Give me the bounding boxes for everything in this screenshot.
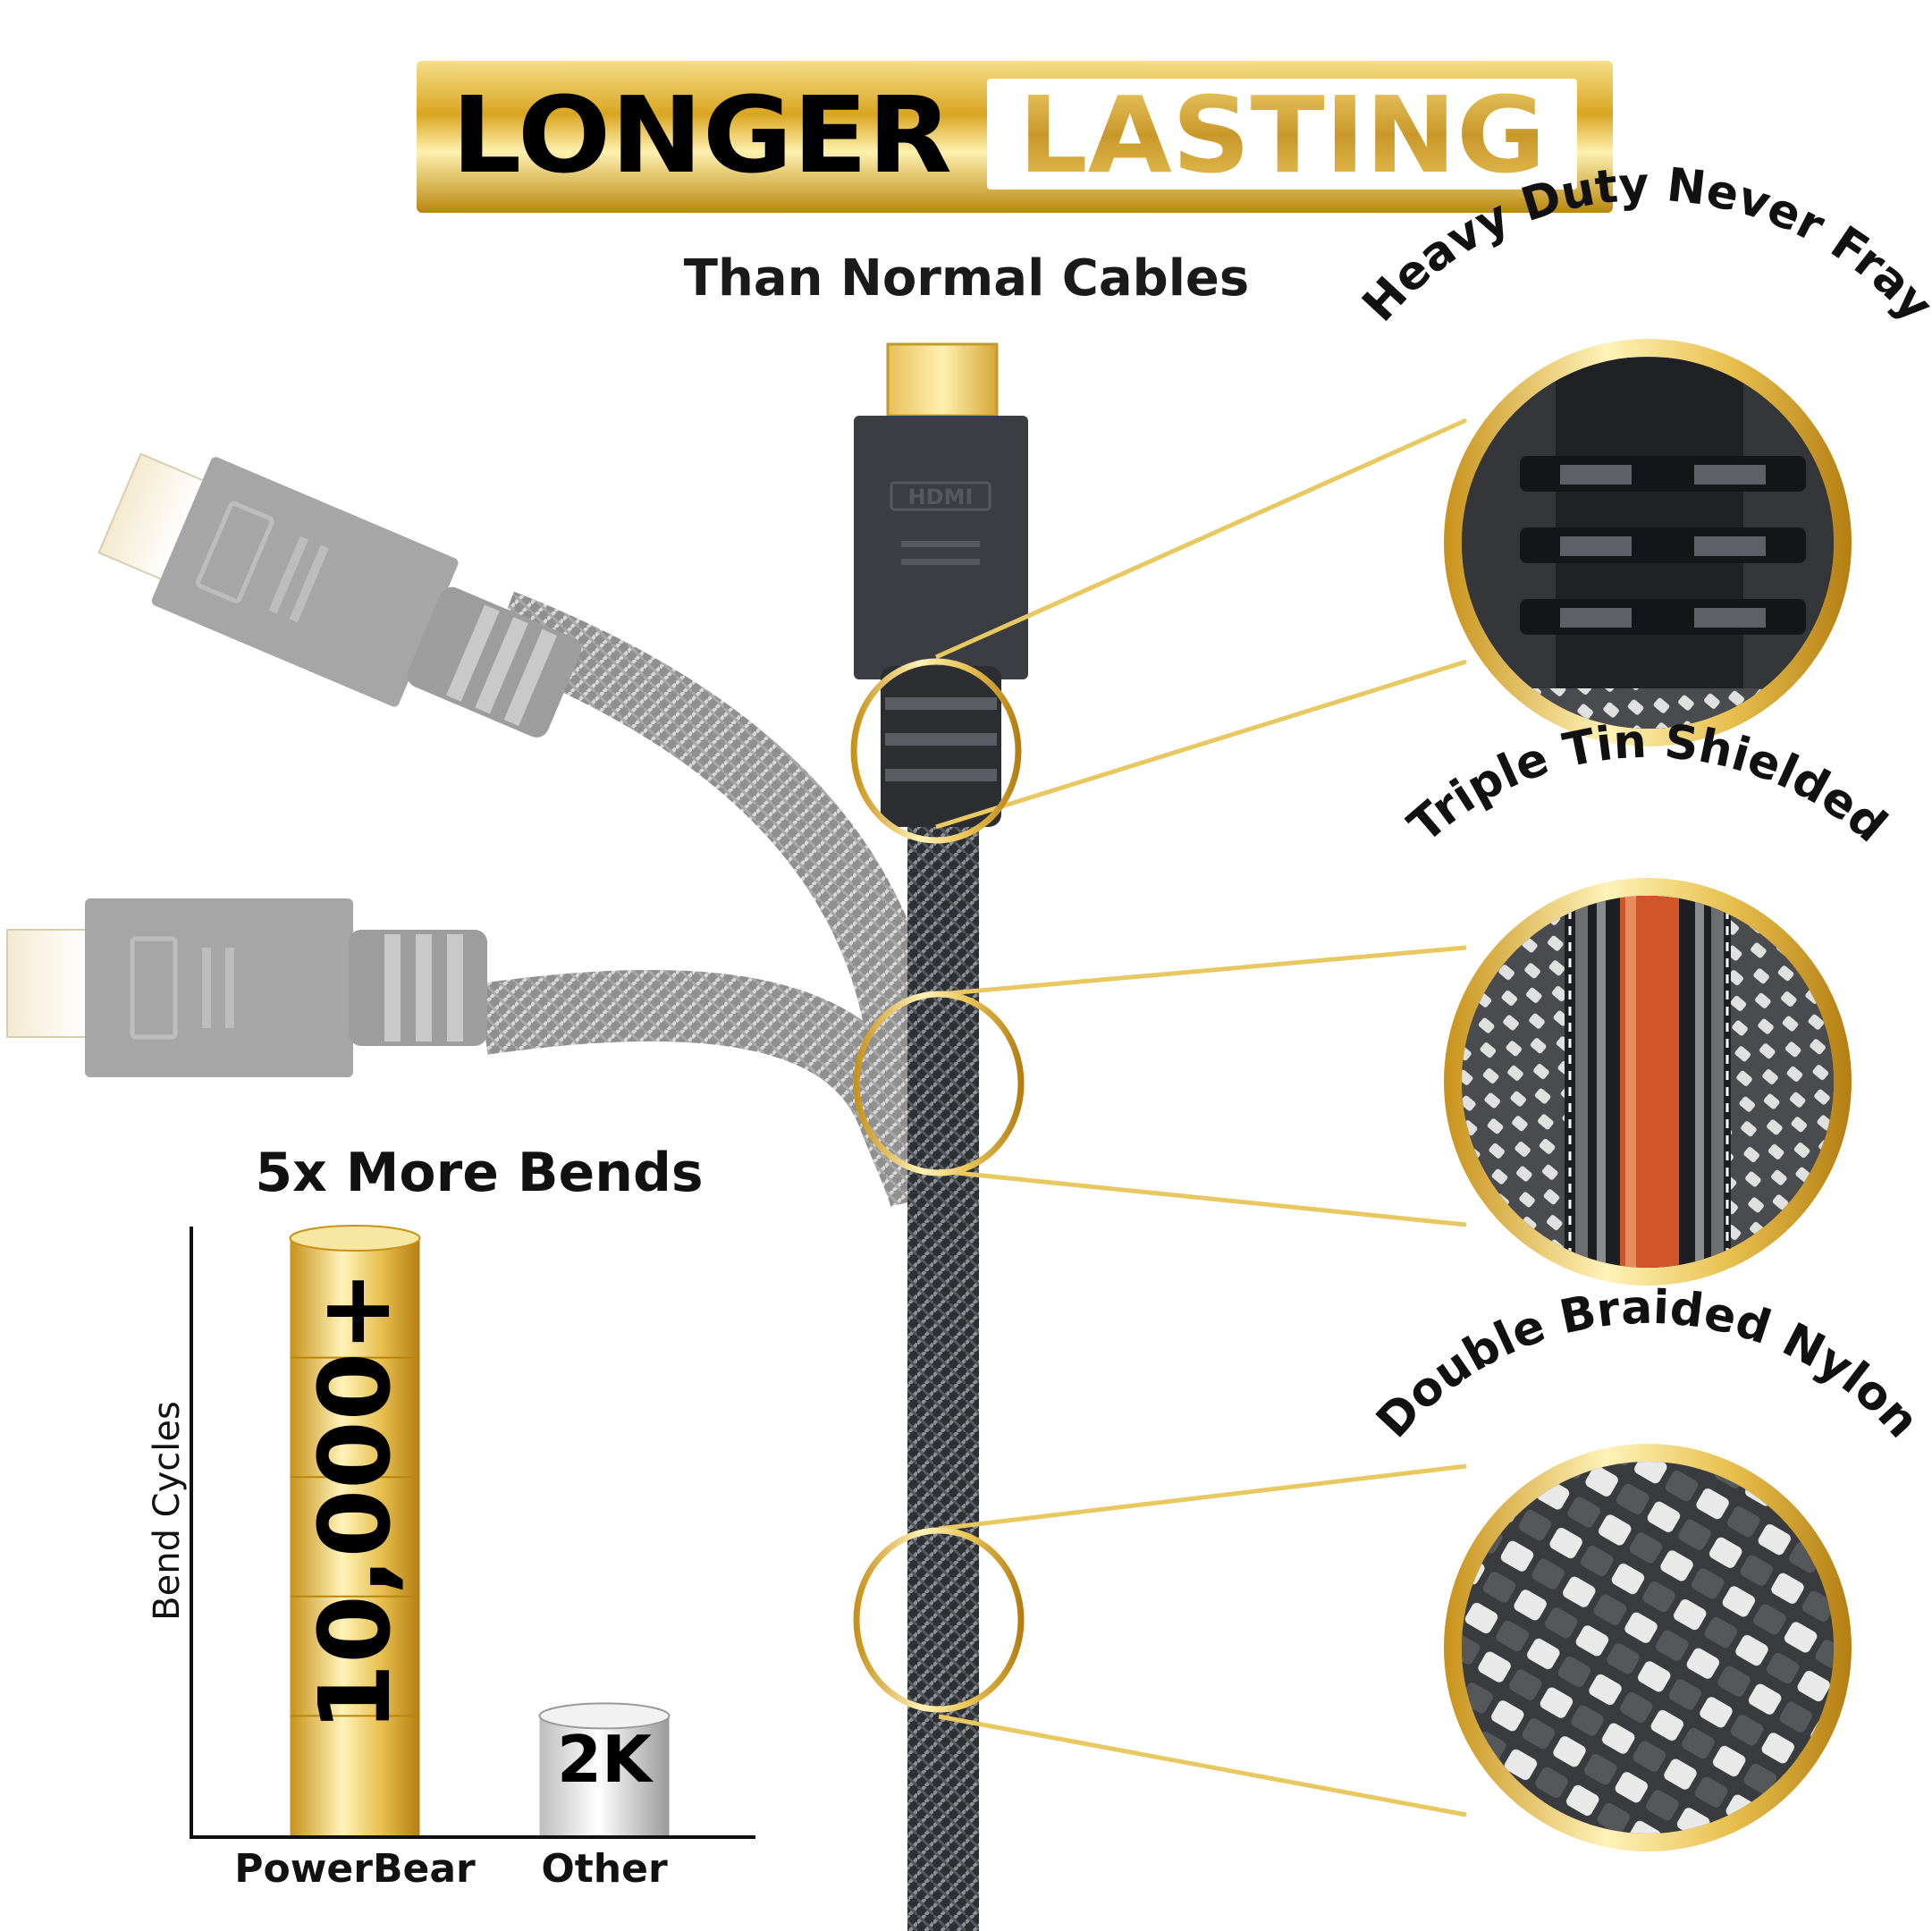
main-hdmi-cable: HDMI xyxy=(854,342,1028,1931)
callout-heavy-duty: Heavy Duty Never Fray xyxy=(1353,158,1932,746)
chart-data-label: 10,000+ xyxy=(298,1270,412,1733)
dark-braided-cable xyxy=(907,822,979,1931)
banner-word-longer: LONGER xyxy=(451,73,952,197)
chart-bar-powerbear xyxy=(290,1238,420,1835)
banner-white-panel xyxy=(987,79,1577,190)
callout-triple-tin-label: Triple Tin Shielded xyxy=(1398,715,1896,854)
gold-hdmi-plug xyxy=(886,342,999,417)
chart-title: 5x More Bends xyxy=(255,1142,703,1204)
hdmi-logo-plate xyxy=(890,481,991,511)
chart-y-axis-label: Bend Cycles xyxy=(147,1401,188,1621)
callout-leaders xyxy=(934,417,1468,1817)
chart-category-label: PowerBear xyxy=(234,1846,476,1892)
callout-triple-tin: Triple Tin Shielded xyxy=(1398,715,1896,1286)
title-banner: LONGER LASTING xyxy=(417,61,1613,213)
callout-double-braided-label: Double Braided Nylon xyxy=(1366,1281,1928,1448)
grey-cable-upper xyxy=(97,452,966,1203)
strain-relief xyxy=(881,666,1001,827)
banner-subtitle: Than Normal Cables xyxy=(684,249,1250,308)
chart-category-label: Other xyxy=(541,1846,668,1892)
hdmi-logo-text: HDMI xyxy=(908,485,974,510)
chart-bar-other xyxy=(539,1716,670,1835)
banner-word-lasting: LASTING xyxy=(1018,73,1546,197)
hdmi-connector-housing xyxy=(854,416,1028,679)
bend-cycles-chart: 5x More Bends Bend Cycles 10,000+ PowerBe… xyxy=(147,1142,755,1892)
chart-bar-cap xyxy=(538,1702,671,1730)
callout-double-braided: Double Braided Nylon xyxy=(1366,1281,1929,1851)
chart-data-label: 2K xyxy=(557,1722,654,1797)
chart-bar-cap xyxy=(289,1225,421,1252)
nylon-braid-closeup-icon xyxy=(1462,1462,1834,1834)
magnifier-rings xyxy=(850,658,1025,1713)
